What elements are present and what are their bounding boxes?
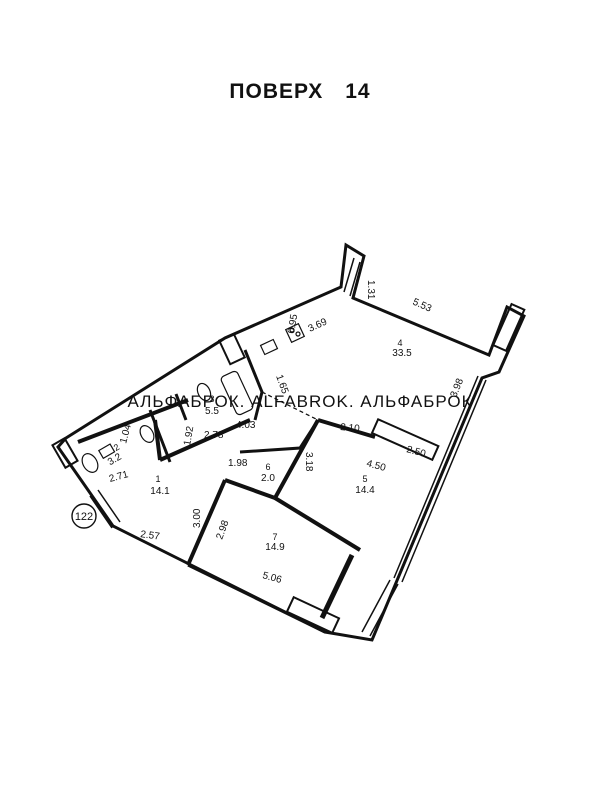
wall-room5-room7	[273, 496, 362, 552]
pier-top-right	[491, 302, 526, 353]
room-area-1: 14.1	[150, 486, 170, 497]
pier-bottom	[285, 595, 341, 635]
room-number-5: 5	[362, 474, 367, 484]
pier-mid	[217, 332, 247, 366]
burner-icon	[289, 327, 295, 333]
stove-icon	[284, 322, 306, 344]
dimension-label: 2.57	[140, 529, 161, 543]
outer-wall	[56, 242, 526, 642]
dimension-label: 4.50	[365, 458, 387, 474]
wall-bath-partition	[148, 393, 188, 463]
dimension-label: 2.50	[405, 444, 427, 460]
wall-room6	[239, 419, 320, 454]
floor-label: ПОВЕРХ	[229, 80, 324, 103]
apartment-number: 122	[75, 511, 93, 523]
window-band-living	[393, 375, 487, 583]
dimension-label: 5.53	[411, 297, 434, 315]
window-band-left	[89, 489, 121, 529]
wall-room7-bottom	[187, 563, 326, 634]
room-number-7: 7	[272, 532, 277, 542]
room-area-7: 14.9	[265, 542, 285, 553]
pier-left	[51, 436, 79, 470]
room-number-2: 2	[112, 442, 121, 453]
room-area-5: 14.4	[355, 485, 375, 496]
dimension-label: 3.00	[192, 508, 203, 528]
kitchen-sink-icon	[259, 338, 279, 356]
watermark: АЛЬФАБРОК. ALFABROK. АЛЬФАБРОК	[128, 392, 473, 411]
room-area-3: 5.5	[205, 406, 219, 417]
dimension-label: 1.31	[365, 280, 376, 300]
sink-icon	[97, 443, 116, 460]
dimension-labels: 1.31 5.53 3.69 1.65 3.98 2.10 2.50 4.50 …	[108, 280, 466, 586]
room-area-4: 33.5	[392, 348, 412, 359]
room-number-3: 3	[209, 394, 214, 404]
burner-icon	[295, 331, 301, 337]
walls	[51, 242, 526, 642]
room-area-2: 3.2	[106, 451, 124, 468]
window-band-bedroom	[361, 579, 399, 637]
floor-number: 14	[345, 80, 371, 103]
apartment-tag: 122	[71, 503, 97, 529]
dimension-label: 3.69	[307, 316, 330, 334]
dimension-label: 2.10	[340, 422, 361, 435]
wall-hall-room7	[186, 478, 276, 566]
pier-right	[370, 417, 440, 462]
floor-title: ПОВЕРХ 14	[0, 80, 600, 104]
room-number-1: 1	[155, 474, 160, 484]
dimension-label: 1.04	[118, 423, 134, 445]
washbasin-icon	[139, 425, 155, 443]
dimension-label: 1.92	[182, 425, 196, 447]
dimension-label: 0.95	[286, 313, 300, 335]
room-number-6: 6	[265, 462, 270, 472]
door-room7	[319, 553, 355, 620]
window-band-top	[343, 257, 361, 297]
dimension-label: 2.71	[108, 469, 130, 485]
dimension-label: 1.98	[228, 458, 248, 469]
dimension-label: 2.78	[204, 430, 224, 441]
room-labels: 2 3.2 3 5.5 1 14.1 6 2.0 7 14.9 5 14.4 4…	[106, 338, 412, 553]
dimension-label: 5.06	[261, 570, 283, 586]
fixtures	[81, 322, 306, 473]
dashed-opening	[261, 391, 319, 421]
bidet-icon	[196, 382, 212, 402]
dimension-label: 4.03	[236, 420, 256, 431]
bathtub-icon	[220, 370, 254, 416]
dimension-label: 3.18	[303, 452, 314, 472]
room-number-4: 4	[397, 338, 402, 348]
dimension-label: 2.98	[214, 519, 231, 541]
room-area-6: 2.0	[261, 473, 275, 484]
toilet-icon	[81, 453, 99, 473]
